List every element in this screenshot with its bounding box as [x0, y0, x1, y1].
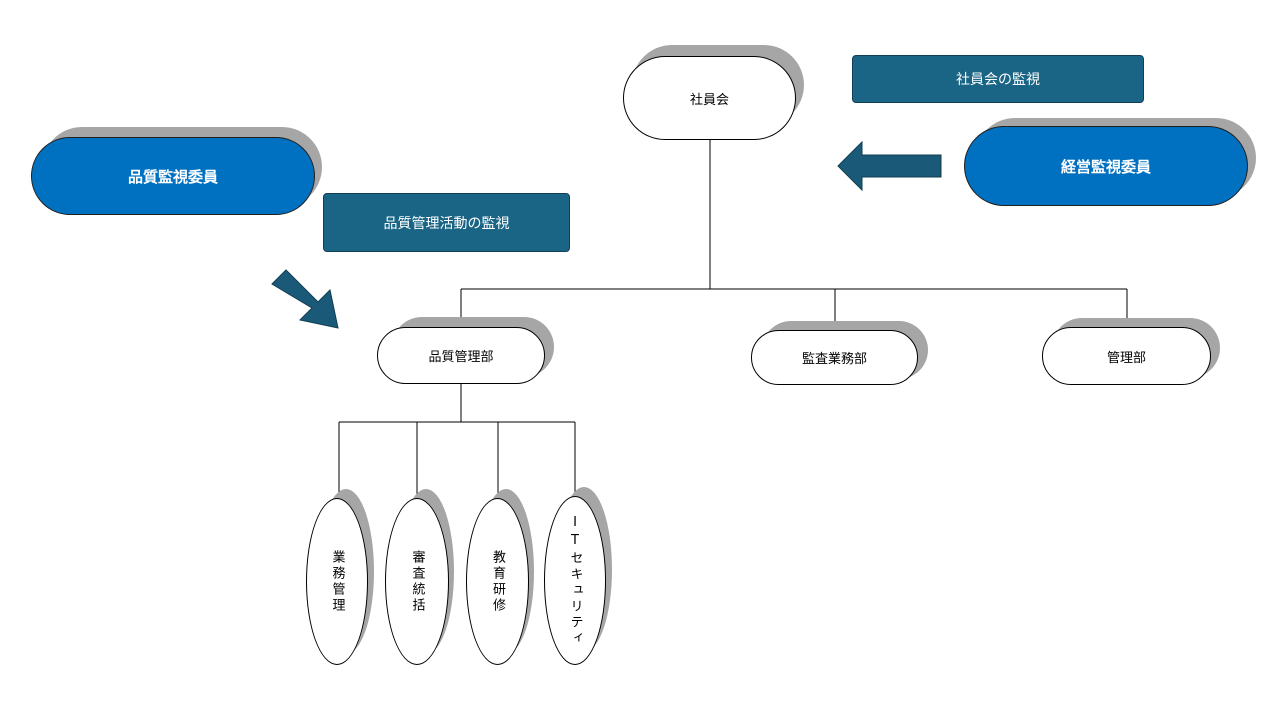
audit-department-label: 監査業務部 [801, 352, 867, 367]
sub-unit-training: 教育研修 [466, 498, 529, 665]
board-oversight-text: 社員会の監視 [956, 72, 1040, 88]
management-arrow-icon [837, 140, 942, 192]
admin-department-node: 管理部 [1042, 327, 1211, 385]
management-committee-node: 経営監視委員 [964, 126, 1248, 206]
quality-activity-text: 品質管理活動の監視 [383, 215, 510, 232]
root-node-shareholders-meeting: 社員会 [623, 56, 796, 140]
quality-committee-label: 品質監視委員 [127, 167, 218, 186]
management-committee-label: 経営監視委員 [1060, 157, 1151, 176]
quality-activity-label: 品質管理活動の監視 [323, 193, 570, 252]
sub-unit-label: 業務管理 [329, 549, 345, 614]
quality-committee-node: 品質監視委員 [31, 137, 315, 215]
root-node-label: 社員会 [689, 92, 729, 108]
qa-department-node: 品質管理部 [377, 327, 545, 384]
admin-department-label: 管理部 [1106, 350, 1146, 366]
sub-unit-label: 審査統括 [409, 549, 425, 614]
board-oversight-label: 社員会の監視 [852, 55, 1144, 103]
sub-unit-review-supervision: 審査統括 [385, 498, 449, 665]
quality-arrow-icon [271, 269, 339, 329]
sub-unit-business-management: 業務管理 [306, 498, 368, 665]
sub-unit-it-security: ITセキュリティ [544, 496, 606, 665]
sub-unit-label: 教育研修 [490, 549, 505, 614]
qa-department-label: 品質管理部 [428, 350, 494, 365]
audit-department-node: 監査業務部 [751, 330, 918, 385]
sub-unit-label: ITセキュリティ [567, 514, 583, 647]
